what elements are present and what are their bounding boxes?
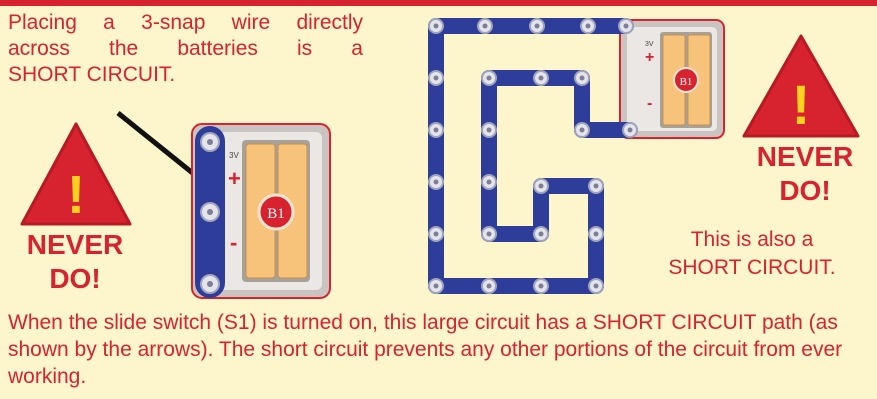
snap-connector: [481, 226, 497, 242]
snap-connector: [428, 226, 444, 242]
intro-line-2: across the batteries is a: [8, 37, 363, 60]
exclamation-mark: !: [792, 73, 811, 136]
snap-connector: [529, 18, 545, 34]
minus-terminal: -: [647, 95, 652, 112]
snap-connector: [428, 174, 444, 190]
intro-text: Placing a 3-snap wire directly across th…: [8, 10, 363, 88]
snap-connector: [533, 278, 549, 294]
never-do-warning-right: NEVER DO!: [742, 140, 868, 208]
snap-connector: [533, 226, 549, 242]
snap-connector: [533, 70, 549, 86]
warning-triangle-icon: !: [20, 122, 132, 226]
snap-connector: [588, 278, 604, 294]
exclamation-mark: !: [67, 165, 85, 225]
battery-label: B1: [267, 206, 285, 222]
battery-holder-icon: B1 3V + -: [619, 19, 725, 139]
note-line-2: SHORT CIRCUIT.: [668, 256, 836, 279]
snap-group: [428, 18, 638, 294]
never-label: NEVER: [26, 229, 124, 260]
snap-connector: [477, 18, 493, 34]
never-label: NEVER: [756, 141, 854, 172]
snap-connector: [481, 174, 497, 190]
snap-connector: [622, 122, 638, 138]
snap-connector: [580, 18, 596, 34]
do-label: DO!: [779, 175, 831, 206]
battery-label: B1: [680, 76, 693, 88]
snap-connector: [428, 278, 444, 294]
wire-group: [428, 18, 638, 294]
never-do-warning-left: NEVER DO!: [10, 228, 140, 296]
snap-connector: [428, 70, 444, 86]
short-circuit-note: This is also a SHORT CIRCUIT.: [638, 226, 866, 282]
voltage-label: 3V: [229, 151, 239, 160]
plus-terminal: +: [645, 49, 654, 66]
snap-connector: [428, 18, 444, 34]
minus-terminal: -: [230, 230, 237, 255]
snap-connector: [588, 178, 604, 194]
plus-terminal: +: [228, 166, 241, 191]
snap-connector: [533, 178, 549, 194]
battery-holder-icon: B1 3V + -: [191, 123, 331, 299]
snap-connector: [481, 70, 497, 86]
snap-connector: [588, 226, 604, 242]
snap-connector: [428, 122, 444, 138]
note-line-1: This is also a: [690, 228, 814, 251]
explanation-paragraph: When the slide switch (S1) is turned on,…: [8, 311, 843, 388]
voltage-label: 3V: [645, 41, 654, 48]
intro-line-1: Placing a 3-snap wire directly: [8, 11, 363, 34]
snap-connector: [481, 122, 497, 138]
intro-line-3: SHORT CIRCUIT.: [8, 63, 176, 86]
snap-connector: [618, 18, 634, 34]
header-strip: [0, 0, 877, 6]
snap-connector: [481, 278, 497, 294]
snap-connector: [574, 122, 590, 138]
do-label: DO!: [49, 263, 101, 294]
warning-triangle-icon: !: [742, 34, 860, 138]
snap-connector: [574, 70, 590, 86]
